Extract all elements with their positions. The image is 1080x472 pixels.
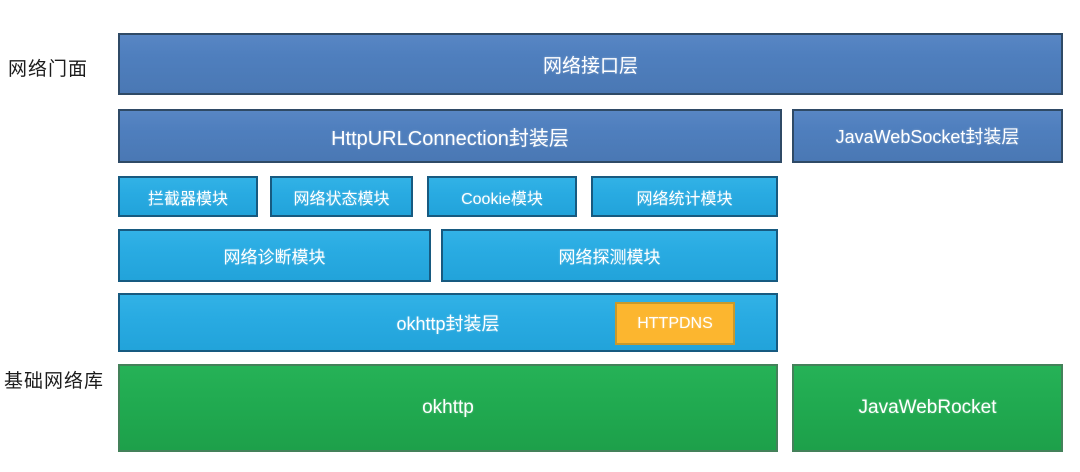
block-interceptor-module: 拦截器模块 (118, 176, 258, 217)
block-httpdns: HTTPDNS (615, 302, 735, 345)
block-javawebrocket: JavaWebRocket (792, 364, 1063, 452)
block-cookie-module: Cookie模块 (427, 176, 577, 217)
block-network-diagnosis-module: 网络诊断模块 (118, 229, 431, 282)
block-javawebsocket-wrapper-layer: JavaWebSocket封装层 (792, 109, 1063, 163)
block-okhttp: okhttp (118, 364, 778, 452)
block-network-stats-module: 网络统计模块 (591, 176, 778, 217)
block-network-interface-layer: 网络接口层 (118, 33, 1063, 95)
block-network-status-module: 网络状态模块 (270, 176, 413, 217)
block-okhttp-wrapper-layer: okhttp封装层 HTTPDNS (118, 293, 778, 352)
block-httpurlconnection-wrapper-layer: HttpURLConnection封装层 (118, 109, 782, 163)
okhttp-wrapper-layer-label: okhttp封装层 (396, 313, 500, 334)
label-network-facade: 网络门面 (8, 59, 89, 80)
label-base-network-library: 基础网络库 (4, 371, 105, 392)
block-network-probe-module: 网络探测模块 (441, 229, 778, 282)
